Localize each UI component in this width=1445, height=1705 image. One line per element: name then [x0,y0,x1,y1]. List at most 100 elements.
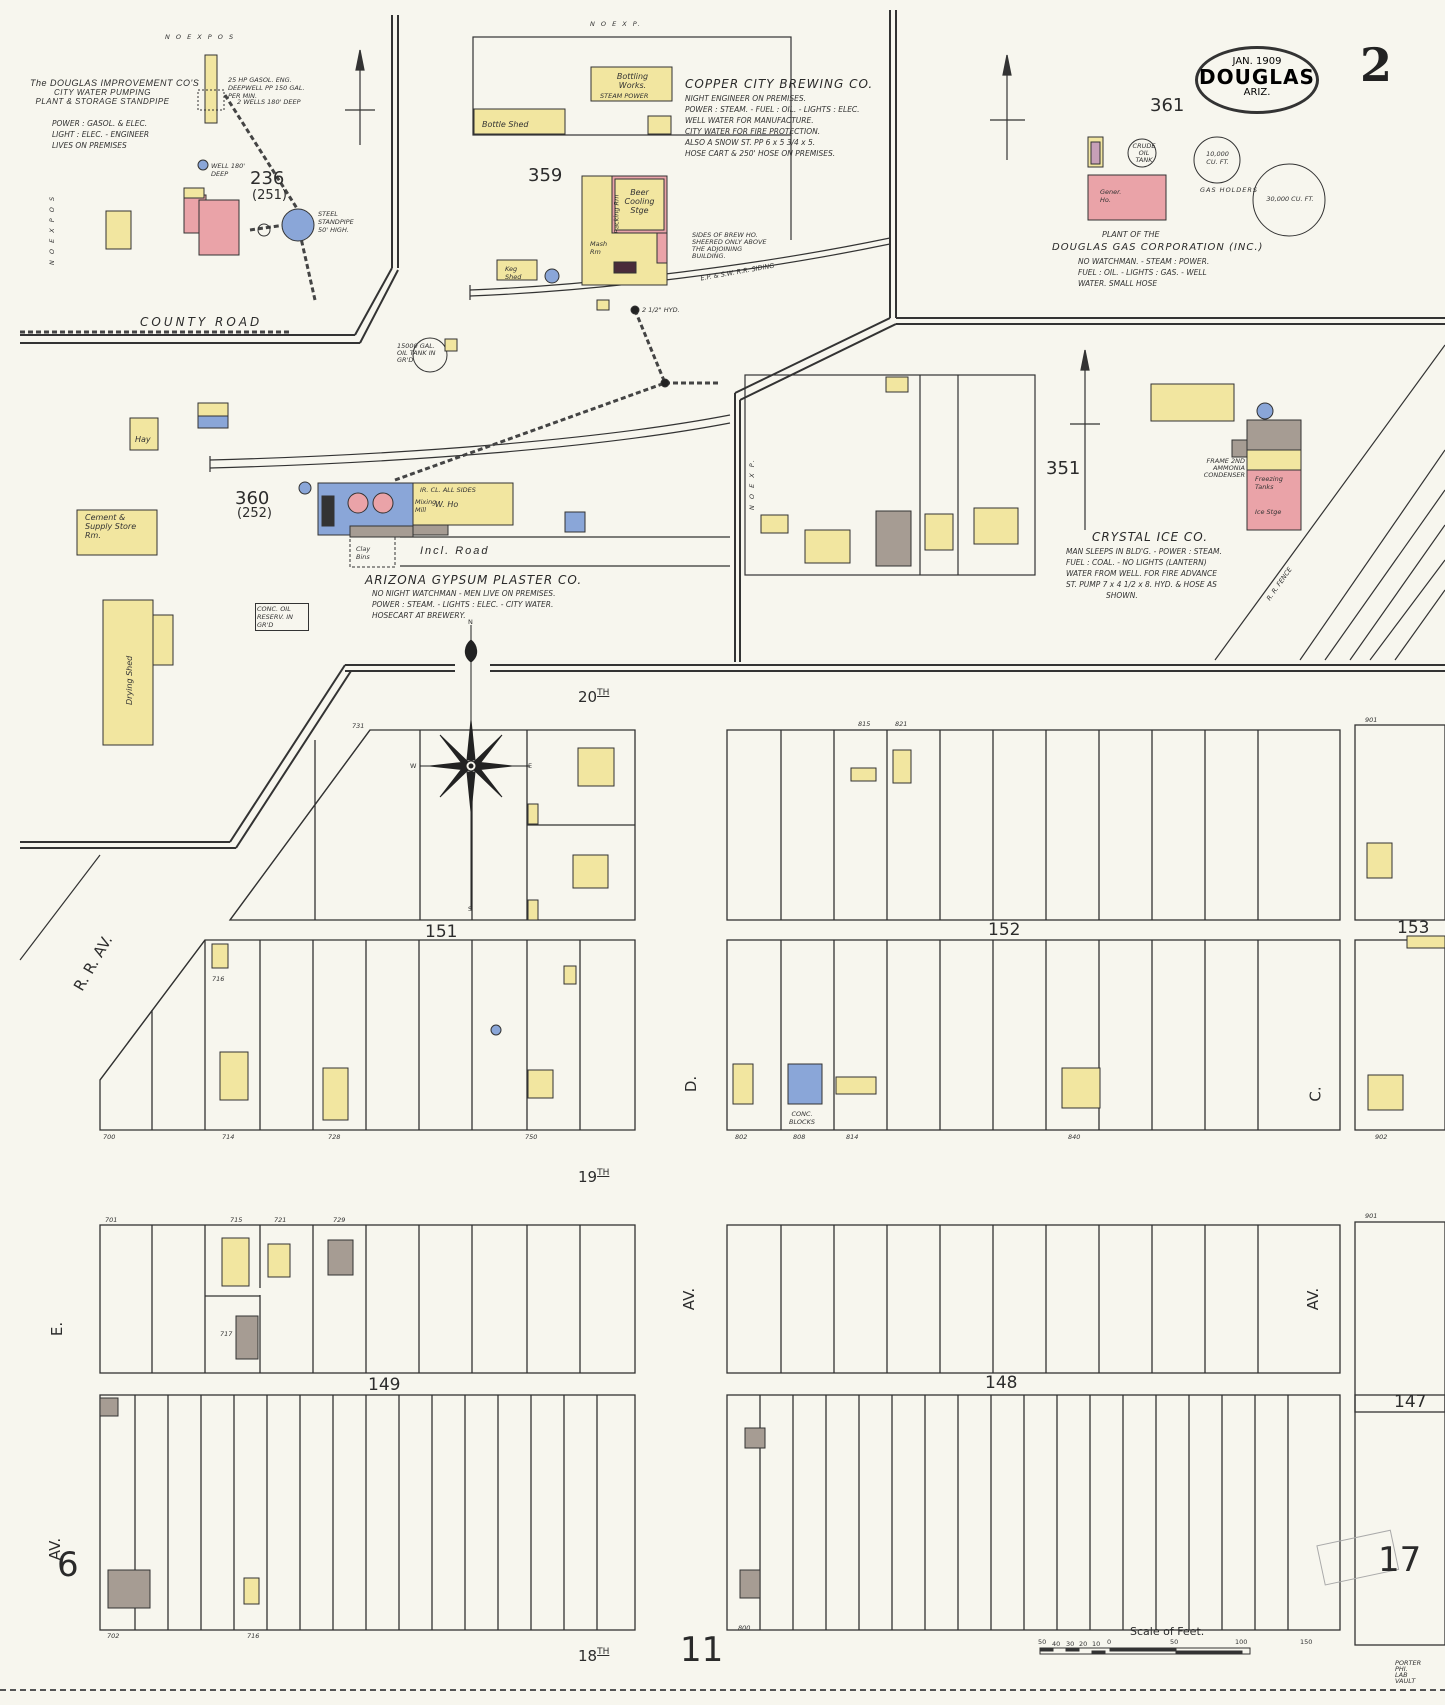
address: 729 [333,1216,346,1224]
block-number-351: 351 [1046,458,1081,479]
douglas-improvement-notes: POWER : GASOL. & ELEC. LIGHT : ELEC. - E… [52,119,150,150]
address: 814 [846,1133,859,1141]
adjoining-sheet-bottom[interactable]: 11 [680,1630,724,1670]
block-number-149: 149 [368,1375,401,1395]
address: 901 [1365,716,1378,724]
block-number-151: 151 [425,922,458,942]
keg-shed-label: Keg Shed [505,265,522,281]
compass-e: E [528,762,533,770]
ice-stge-label: Ice Stge [1255,508,1282,516]
crystal-ice-label: CRYSTAL ICE CO. [1092,530,1209,544]
north-arrows [345,49,1100,530]
no-exp-brewery: N O E X P. [590,20,642,28]
address: 731 [352,722,365,730]
address: 750 [525,1133,538,1141]
crude-oil-tank-label: CRUDE OIL TANK [1132,142,1156,164]
address: 714 [222,1133,235,1141]
scale-tick: 30 [1066,1640,1075,1648]
map-date: JAN. 1909 [1232,56,1282,67]
address: 840 [1068,1133,1081,1141]
drying-shed-label: Drying Shed [125,655,134,705]
address: 821 [895,720,908,728]
address: 716 [212,975,225,983]
street-c-av-2: AV. [1304,1287,1323,1311]
scale-tick: 150 [1300,1638,1313,1646]
clay-bins-label: Clay Bins [356,545,371,561]
block-number-360: 360 [235,488,270,509]
block-outlines [99,724,1445,1646]
no-expos-left: N O E X P O S [48,194,56,265]
block-number-236: 236 [250,168,285,189]
address: 721 [274,1216,287,1224]
condenser-label: FRAME 2ND AMMONIA CONDENSER [1203,457,1245,479]
street-19th: 19TH [578,1168,610,1186]
beer-cooling-label: Beer Cooling Stge [624,188,655,215]
mixing-mill-label: Mixing Mill [415,498,437,514]
road-lines [20,10,1445,849]
gas-holder-2: 30,000 CU. FT. [1266,195,1314,203]
no-exp-351: N O E X P. [748,458,756,510]
street-e-av-2: AV. [46,1537,65,1561]
douglas-gas-notes: NO WATCHMAN. - STEAM : POWER. FUEL : OIL… [1078,257,1210,288]
gas-holder-1: 10,000 CU. FT. [1206,150,1229,166]
compass-s: S [468,905,473,913]
address: 808 [793,1133,806,1141]
map-city: DOUGLAS [1199,65,1315,89]
address: 702 [107,1632,120,1640]
street-c-av-1: C. [1306,1086,1325,1102]
douglas-improvement-label: The DOUGLAS IMPROVEMENT CO'S CITY WATER … [30,78,200,106]
address: 701 [105,1216,118,1224]
gas-holders-label: GAS HOLDERS [1200,186,1259,194]
map-state: ARIZ. [1243,87,1271,98]
street-20th: 20TH [578,688,610,706]
scale-title: Scale of Feet. [1130,1625,1205,1638]
hydrant-label: 2 1/2" HYD. [642,306,680,314]
block-old-number-236: (251) [252,188,287,203]
block-number-359: 359 [528,165,563,186]
block-old-number-360: (252) [237,506,272,521]
gas-plant-label-1: PLANT OF THE [1102,230,1160,239]
adjoining-sheet-right[interactable]: 17 [1378,1540,1422,1580]
block-number-153: 153 [1397,918,1430,938]
address: 715 [230,1216,243,1224]
douglas-gas-label: DOUGLAS GAS CORPORATION (INC.) [1052,242,1264,253]
block-number-361: 361 [1150,95,1185,116]
scale-bar [1039,1647,1251,1655]
conc-oil-reserv-label: CONC. OIL RESERV. IN GR'D [255,603,309,631]
scale-tick: 100 [1235,1638,1248,1646]
scale-tick: 20 [1079,1640,1088,1648]
compass-n: N [468,618,473,626]
bottle-shed-label: Bottle Shed [482,120,529,129]
freezing-tanks-label: Freezing Tanks [1255,475,1283,491]
compass-w: W [410,762,417,770]
adjoining-sheet-left[interactable]: 6 [57,1545,79,1585]
address: 802 [735,1133,748,1141]
block-number-147: 147 [1394,1392,1427,1412]
scale-tick: 40 [1052,1640,1061,1648]
warehouse-label: W. Ho [435,500,459,509]
hay-label: Hay [135,435,151,444]
scale-tick: 50 [1038,1638,1047,1646]
address: 716 [247,1632,260,1640]
street-e-av-1: E. [48,1321,67,1337]
address: 815 [858,720,871,728]
scale-tick: 0 [1107,1638,1112,1646]
ir-cl-label: IR. CL. ALL SIDES [420,486,476,494]
address: 700 [103,1133,116,1141]
address: 800 [738,1624,751,1632]
block-number-152: 152 [988,920,1021,940]
address: 728 [328,1133,341,1141]
sheet-number: 2 [1360,38,1393,92]
wells-note: 2 WELLS 180' DEEP [237,98,301,106]
street-d-av-1: D. [682,1075,701,1093]
scale-tick: 50 [1170,1638,1179,1646]
oil-tank-label: 15000 GAL. OIL TANK IN GR'D [397,342,436,364]
copper-city-brewing-notes: NIGHT ENGINEER ON PREMISES. POWER : STEA… [685,94,860,158]
street-incl-road: Incl. Road [420,545,490,557]
no-expos-top: N O E X P O S [165,33,236,41]
cement-store-label: Cement & Supply Store Rm. [85,513,137,540]
gener-ho-label: Gener. Ho. [1100,188,1122,204]
standpipe-note: STEEL STANDPIPE 50' HIGH. [318,210,354,234]
title-cartouche: JAN. 1909 DOUGLAS ARIZ. [1195,46,1319,114]
